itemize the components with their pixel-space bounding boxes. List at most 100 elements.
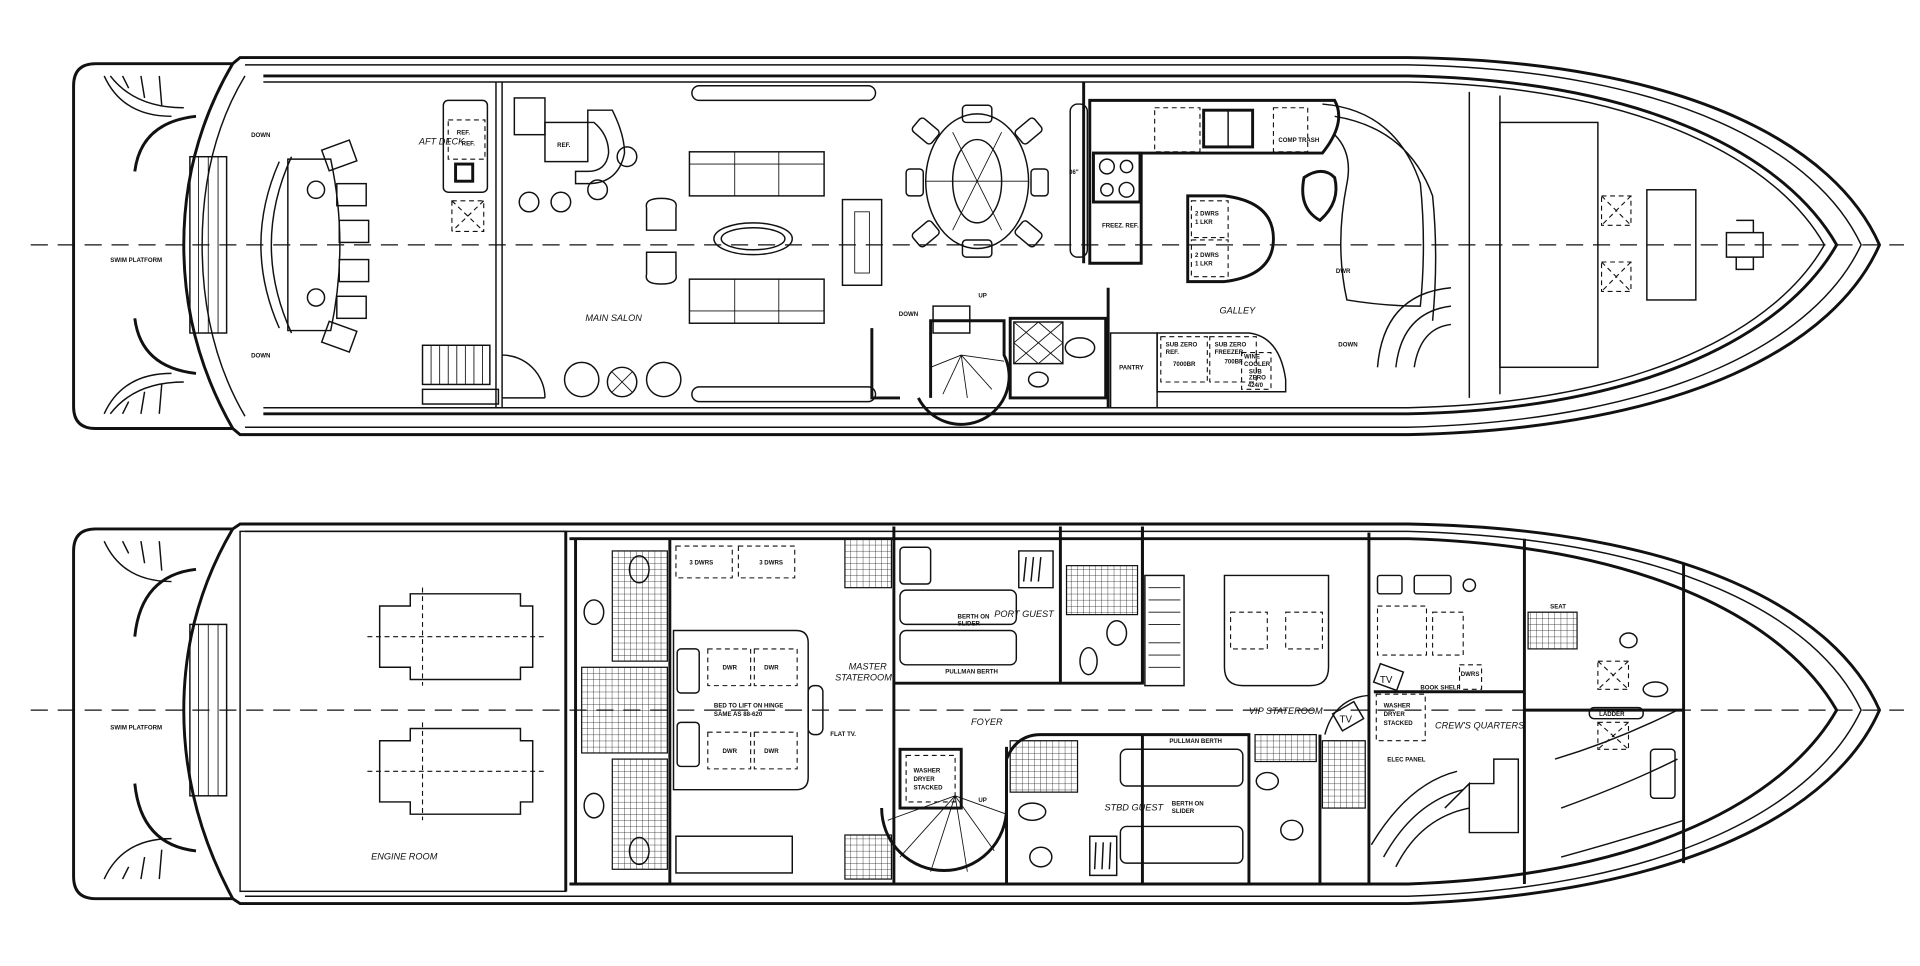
day-head-tiles [1013,321,1064,364]
salon-lower-cabinet [421,388,500,405]
ladder-tag [1588,706,1644,720]
crew-forward-cabinet [1649,748,1676,800]
lower-deck-plan: SWIM PLATFORM ENGINE ROOM 3 DWRS 3 DWRS [30,522,1904,906]
stbd-guest-closet [1089,835,1118,877]
spiral-stair-treads [887,795,1007,872]
galley-appliance-counter [1156,332,1287,393]
port-swim-stairs [103,75,184,118]
crew-forward-bulkhead [1524,563,1686,864]
crew-tv-label: TV [1380,675,1393,686]
sink-icon [583,599,605,626]
port-engine [367,587,545,686]
main-deck-hull-outline [72,56,1882,437]
master-closet-stbd [844,834,893,880]
vip-walls [1140,526,1371,884]
book-shelf-label: BOOK SHELF [1420,684,1460,691]
port-swim-stair-arc [133,567,197,637]
bed-drawer-box [707,731,752,770]
island-upper-line-1: 2 DWRS [1195,210,1219,217]
freez-ref-label: FREEZ. REF. [1102,223,1139,230]
wine-cooler-line-1: WINE [1244,354,1260,361]
stbd-swim-stair-arc [133,318,197,375]
sink-icon [1027,371,1049,388]
stair-down-label: DOWN [899,311,918,318]
ref-label: REF. [557,142,571,149]
dwr-label: DWR [722,665,737,672]
toilet-icon [1079,646,1098,676]
comp-trash-label: COMP TRASH [1278,137,1319,144]
aft-stairs [421,344,491,386]
bed-note-line-2: SAME AS 88-620 [714,711,763,718]
port-guest-label: PORT GUEST [994,609,1055,619]
bar-stools [518,146,638,213]
transom-curve [182,62,235,430]
aft-deck-table [287,158,341,332]
aft-stairs-treads [430,345,483,385]
three-dwrs-label: 3 DWRS [759,559,783,566]
pilothouse-console-inner [1334,115,1437,321]
salon-ref [544,121,589,163]
transom-curve-inner [201,75,246,417]
sofa-port [688,151,825,197]
master-closet-port [844,538,893,589]
crew-bunk-box [1376,605,1428,656]
sink-icon [1106,620,1128,646]
vip-tv-label: TV [1340,714,1353,725]
sub-zero-ref-line-1: SUB ZERO [1166,341,1198,348]
port-guest-upper-berth [899,589,1018,626]
island-lower-line-2: 1 LKR [1195,261,1213,268]
forward-hatch-icon [1601,195,1632,226]
crew-washer-line-2: DRYER [1384,711,1406,718]
crew-hatch-icon [1597,660,1630,690]
master-tub-area [581,666,668,754]
vip-tv-cabinet [1324,694,1369,735]
island-lower-line-1: 2 DWRS [1195,252,1219,259]
refrigerator-box [447,119,486,160]
master-stateroom-label-1: MASTER [849,662,888,672]
foyer-label: FOYER [971,717,1003,727]
foredeck-seat [1646,189,1697,301]
ladder-hatch-icon [1597,721,1630,750]
washer-dryer [898,747,963,810]
dwr-label: DWR [722,748,737,755]
stbd-swim-stairs [103,837,172,880]
wine-cooler-line-3: SUB [1249,368,1262,375]
coffee-table-inner [720,226,786,251]
cooktop-burners [1098,158,1135,198]
day-head [1008,316,1108,400]
bed-drawer-box [1230,611,1268,650]
aft-settee [260,156,293,334]
galley-label: GALLEY [1220,305,1257,315]
transom-curve [182,528,235,900]
washer-dryer-line-2: DRYER [913,776,935,783]
vip-closet [1144,574,1185,687]
galley-island [1186,194,1275,284]
master-head-stbd-shower [611,758,668,870]
sink-icon [1619,632,1638,649]
port-guest-closet [1018,550,1054,589]
flat-tv-label: FLAT TV. [830,731,856,738]
elec-panel-label: ELEC PANEL [1387,757,1426,764]
down-label-stbd: DOWN [251,353,270,360]
island-drawers-upper [1190,200,1229,239]
vip-stateroom-label: VIP STATEROOM [1249,706,1323,716]
sub-zero-ref-line-2: REF. [1166,349,1180,356]
sofa-stbd [688,278,825,324]
pilothouse-console [1322,103,1425,307]
ref-label: REF. [462,141,476,148]
anchor-windlass [1725,219,1764,271]
toilet-icon [1018,802,1047,822]
stbd-guest-lower-berth [1119,825,1244,864]
dining-table-segments [925,132,1029,231]
port-guest-nightstand [899,546,932,585]
forward-hatch-icon [1601,261,1632,292]
dwrs-label: DWRS [1461,671,1480,678]
helm-wheel-icon [306,180,326,200]
sink-icon [1029,846,1053,868]
stbd-berth-slider-line-1: BERTH ON [1172,801,1204,808]
washer-dryer-box [905,754,956,803]
port-swim-stairs [103,540,172,583]
washer-dryer-line-3: STACKED [913,785,943,792]
lower-deck-hull-inner [244,530,1862,897]
